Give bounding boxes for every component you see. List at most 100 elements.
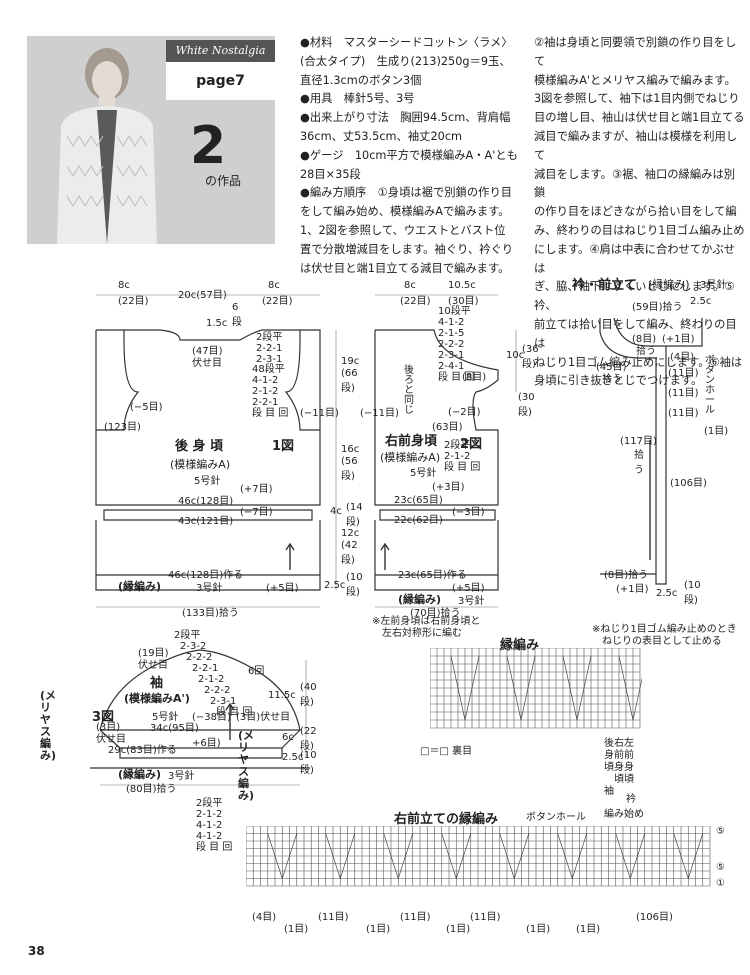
band-chart-dim-4: (11目) [470, 912, 501, 923]
front-plus5: (+5目) [452, 583, 485, 594]
collar-width: 2.5c [690, 296, 712, 307]
collar-title: 衿・前立て [572, 278, 638, 293]
band-chart-one-1: (1目) [284, 924, 309, 935]
back-body-rows: (56段) [341, 456, 358, 482]
band-chart-grid [246, 826, 711, 887]
back-edge: (縁編み) [118, 580, 162, 593]
back-shoulder-drop: 1.5c [206, 318, 228, 329]
sleeve-cast-on: 29c(83目)作る [108, 745, 177, 756]
sleeve-body-rows: (22段) [300, 726, 317, 752]
sleeve-inc-5: 段 目 回 [196, 842, 233, 853]
back-armhole-rows: (66段) [341, 368, 358, 394]
front-neck-dec-5: 2-3-1 [438, 350, 465, 361]
sleeve-dec-3: 2-2-2 [186, 652, 213, 663]
band-chart-row-top: ⑤ [716, 826, 725, 837]
front-neck-decrease: 10段平 4-1-2 2-1-5 2-2-2 2-3-1 2-4-1 段 目 回 [438, 306, 474, 383]
page-number: 38 [28, 944, 45, 958]
band-chart-row-5: ⑤ [716, 862, 725, 873]
page-label: page7 [166, 62, 275, 100]
back-arm-dec-3: 2-1-2 [252, 386, 279, 397]
back-neck-dec-3: 2-3-1 [256, 354, 283, 365]
back-body-length: 16c [341, 444, 360, 455]
back-arm-decrease: 48段平 4-1-2 2-1-2 2-2-1 段 目 回 [252, 364, 288, 419]
band-chart-one-3: (1目) [446, 924, 471, 935]
front-top-left-stitches: (22目) [400, 296, 431, 307]
front-neck-dec-1: 10段平 [438, 306, 471, 317]
back-edge-length: 2.5c [324, 580, 346, 591]
front-edge-needle: 3号針 [458, 596, 485, 607]
collar-st45: (45目) [596, 362, 627, 373]
front-neck-dec-4: 2-2-2 [438, 339, 465, 350]
front-neck-dec-6: 2-4-1 [438, 361, 465, 372]
sleeve-bind-2: 伏せ目 [96, 734, 126, 745]
band-chart-dim-5: (106目) [636, 912, 673, 923]
back-arm-right-dec: (−11目) [300, 408, 339, 419]
front-plus3: (+3目) [432, 482, 465, 493]
front-dec-steps: 2段平 2-1-2 段 目 回 [444, 440, 480, 473]
front-neck-dec-3: 2-1-5 [438, 328, 465, 339]
back-top-mid-width: 20c(57目) [178, 290, 227, 301]
sleeve-dec-1: 2段平 [174, 630, 201, 641]
band-chart-row-1: ① [716, 878, 725, 889]
band-chart-dim-2: (11目) [318, 912, 349, 923]
series-badge: White Nostalgia [166, 40, 275, 62]
instructions-text-2: ②袖は身頃と同要領で別鎖の作り目をして 模様編みA'とメリヤス編みで編みます。 … [534, 36, 745, 388]
collar-st8: (8目) [632, 334, 657, 345]
sleeve-width-34: 34c(95目) [150, 723, 199, 734]
instructions-column-1: ●材料 マスターシードコットン〈ラメ〉 (合太タイプ) 生成り(213)250g… [300, 34, 530, 278]
sleeve-st3b: (3目) [96, 722, 121, 733]
back-plus7: (+7目) [240, 484, 273, 495]
collar-sub: (縁編み) [648, 278, 690, 291]
back-figure-number: 1図 [272, 439, 295, 454]
sleeve-inc-4: 4-1-2 [196, 831, 223, 842]
back-cast-on: 46c(128目)作る [168, 570, 244, 581]
back-arm-dec-2: 4-1-2 [252, 375, 279, 386]
back-top-left-stitches: (22目) [118, 296, 149, 307]
sleeve-top-decrease: 2段平 2-3-2 2-2-2 2-2-1 2-1-2 2-2-2 2-3-1 … [174, 630, 252, 718]
collar-pick-2: 拾う [602, 374, 622, 385]
front-dec-step-1: 2段平 [444, 440, 471, 451]
front-top-right-width: 10.5c [448, 280, 476, 291]
front-top-right-stitches: (30目) [448, 296, 479, 307]
back-neck-dec-1: 2段平 [256, 332, 283, 343]
sleeve-edge-rows: (10段) [300, 750, 317, 776]
sleeve-cap-rows: (40段) [300, 682, 317, 708]
sleeve-side-stockinette-right: (メリヤス編み) [238, 729, 255, 802]
instructions-column-2: ②袖は身頃と同要領で別鎖の作り目をして 模様編みA'とメリヤス編みで編みます。 … [534, 34, 746, 391]
front-neck-rows-lower: (30段) [518, 392, 535, 418]
back-arm-dec-4: 2-2-1 [252, 397, 279, 408]
rib-chart-legend: □＝□ 裏目 [420, 746, 473, 757]
front-neck-rows: (36段) [522, 344, 539, 370]
sleeve-pattern: (模様編みA') [124, 692, 190, 705]
front-same-as-back: 後ろと同じ [404, 365, 414, 416]
sleeve-needle: 5号針 [152, 712, 179, 723]
sleeve-dec-6: 2-2-2 [204, 685, 231, 696]
band-chart-buttonhole: ボタンホール [526, 812, 586, 823]
collar-needle: 3号針 [700, 280, 727, 291]
back-armhole-length: 19c [341, 356, 360, 367]
rib-chart-start: 編み始め [604, 809, 644, 820]
back-plus5: (+5目) [266, 583, 299, 594]
back-minus7: (−7目) [240, 507, 273, 518]
sleeve-figure-number: 3図 [92, 710, 115, 725]
back-top-left-width: 8c [118, 280, 130, 291]
back-neck-decrease: 2段平 2-2-1 2-3-1 [256, 332, 282, 365]
back-top-right-stitches: (22目) [262, 296, 293, 307]
back-width-43: 43c(121目) [178, 516, 234, 527]
collar-pick-3: 拾う [634, 450, 644, 476]
band-chart-title: 右前立ての縁編み [394, 812, 499, 827]
sleeve-dec-8: 段 目 回 [216, 707, 253, 718]
back-needle: 5号針 [194, 476, 221, 487]
rib-chart-title: 縁編み [500, 638, 540, 653]
collar-st4: (4目) [670, 352, 695, 363]
sleeve-dec-7: 2-3-1 [210, 696, 237, 707]
front-neck-dec-7: 段 目 回 [438, 372, 475, 383]
rib-chart-collar: 衿 [626, 794, 636, 805]
sleeve-pickup: (80目)拾う [126, 784, 177, 795]
front-minus3: (−3目) [452, 507, 485, 518]
collar-st106: (106目) [670, 478, 707, 489]
collar-st11c: (11目) [668, 408, 699, 419]
front-arm-right-dec: (−2目) [448, 407, 481, 418]
sleeve-side-stockinette-left: (メリヤス編み) [40, 689, 57, 762]
sleeve-plus6: +6目) [192, 738, 221, 749]
